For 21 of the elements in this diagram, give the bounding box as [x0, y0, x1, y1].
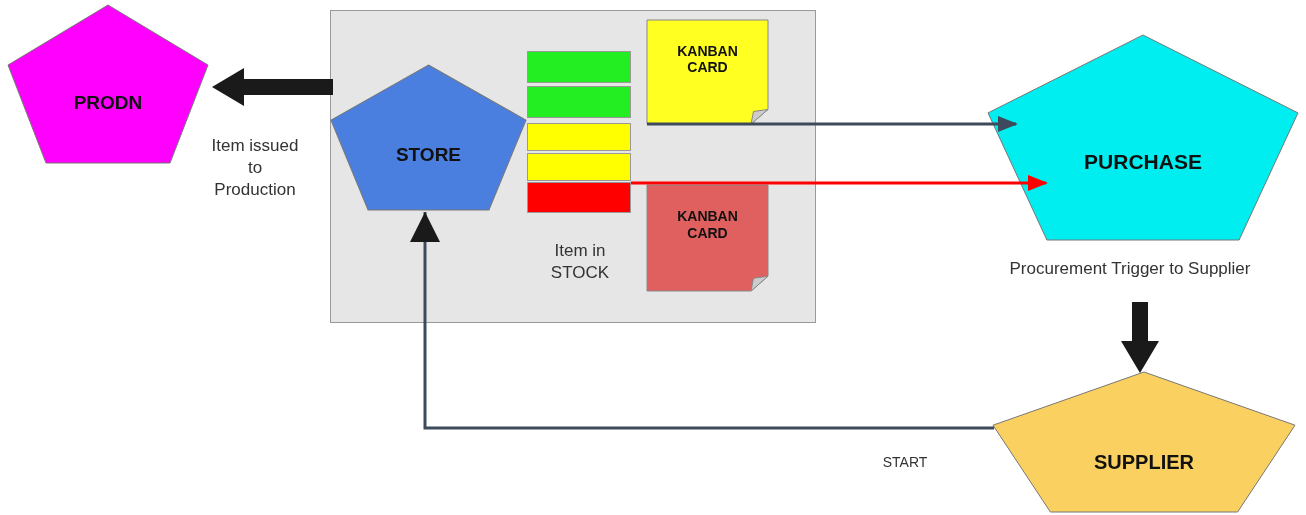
arrow	[647, 116, 1018, 132]
arrow	[631, 175, 1048, 191]
node-label: PURCHASE	[1083, 149, 1203, 175]
block-arrow	[212, 68, 333, 106]
stock-bar	[527, 182, 631, 213]
stock-panel	[330, 10, 816, 323]
node-caption: Procurement Trigger to Supplier	[1008, 258, 1252, 280]
text-label: Item in STOCK	[549, 240, 611, 285]
node-label: KANBAN CARD	[676, 42, 739, 77]
node-label: KANBAN CARD	[676, 208, 739, 243]
stock-bar	[527, 86, 631, 118]
arrow	[410, 212, 994, 430]
stock-bar	[527, 123, 631, 151]
node-label: PRODN	[72, 91, 144, 115]
text-label: START	[881, 453, 929, 472]
stock-bar	[527, 153, 631, 181]
stock-bar	[527, 51, 631, 83]
node-label: SUPPLIER	[1093, 449, 1195, 474]
node-label: STORE	[394, 143, 463, 167]
text-label: Item issued to Production	[210, 135, 300, 202]
block-arrow	[1121, 302, 1159, 373]
